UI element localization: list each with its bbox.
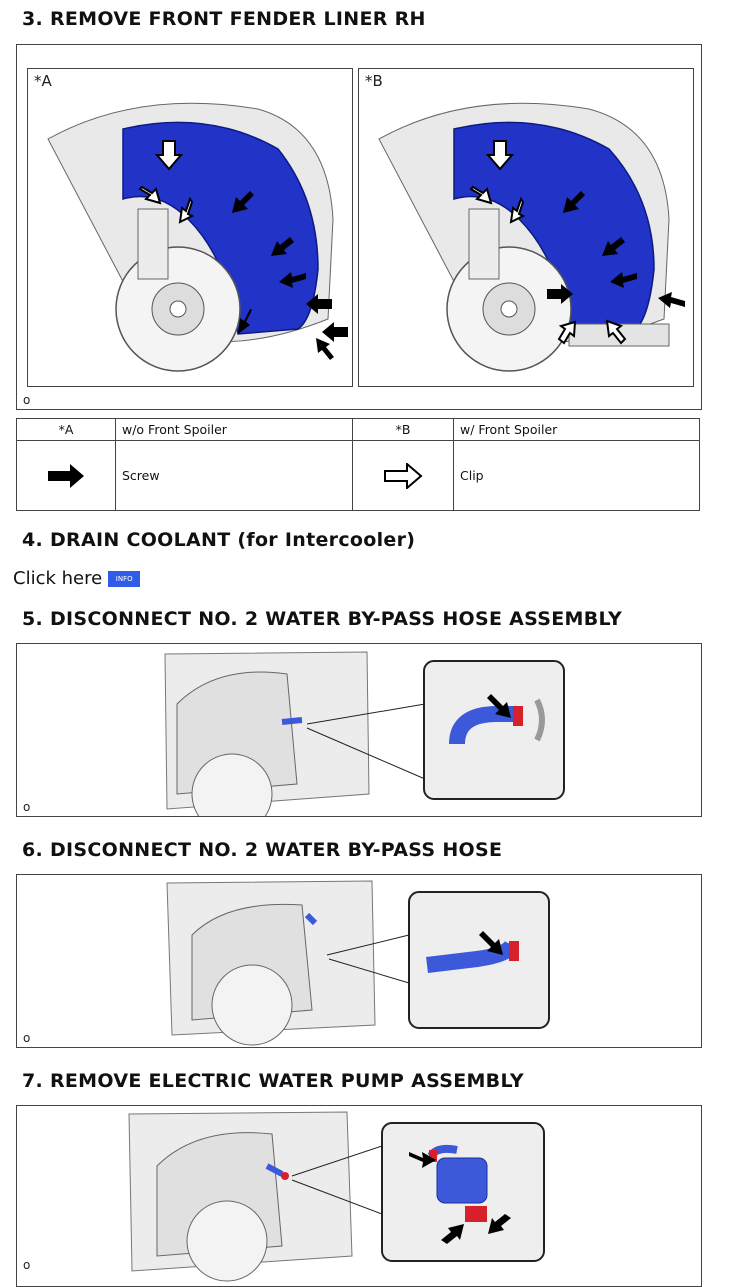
- legend-a-key: *A: [16, 418, 116, 441]
- arrow-icon: [487, 694, 511, 718]
- legend-table: *A w/o Front Spoiler *B w/ Front Spoiler…: [16, 418, 700, 511]
- arrow-icon: [488, 1214, 511, 1234]
- figure-corner-mark: o: [23, 1031, 31, 1045]
- panel-b-label: *B: [365, 72, 383, 90]
- step-7-title: 7. REMOVE ELECTRIC WATER PUMP ASSEMBLY: [22, 1070, 524, 1092]
- bypass-hose-assembly-illustration: [164, 651, 565, 816]
- step-5-title: 5. DISCONNECT NO. 2 WATER BY-PASS HOSE A…: [22, 608, 623, 630]
- info-badge-button[interactable]: INFO: [108, 571, 141, 587]
- legend-screw-symbol: [16, 440, 116, 511]
- step-3-title: 3. REMOVE FRONT FENDER LINER RH: [22, 8, 426, 30]
- fender-liner-illustration-a: [47, 102, 348, 372]
- panel-b: *B: [358, 68, 694, 387]
- arrow-icon: [441, 1224, 464, 1244]
- screw-arrow-icon: [232, 191, 348, 360]
- figure-electric-water-pump: o: [16, 1105, 702, 1287]
- legend-b-key: *B: [352, 418, 454, 441]
- clip-arrow-icon: [469, 140, 627, 345]
- screw-arrow-icon: [48, 463, 84, 488]
- legend-screw-label: Screw: [115, 440, 353, 511]
- legend-b-desc: w/ Front Spoiler: [453, 418, 700, 441]
- legend-a-desc: w/o Front Spoiler: [115, 418, 353, 441]
- bypass-hose-illustration: [166, 880, 550, 1046]
- figure-bypass-hose-assembly: o: [16, 643, 702, 817]
- clip-arrow-icon: [384, 462, 423, 489]
- screw-arrow-icon: [547, 191, 685, 308]
- click-here-link[interactable]: Click here: [13, 568, 103, 589]
- clip-arrow-icon: [138, 140, 195, 224]
- figure-bypass-hose: o: [16, 874, 702, 1048]
- step-6-title: 6. DISCONNECT NO. 2 WATER BY-PASS HOSE: [22, 839, 503, 861]
- electric-water-pump-illustration: [128, 1111, 545, 1282]
- panel-a: *A: [27, 68, 353, 387]
- figure-corner-mark: o: [23, 393, 31, 407]
- figure-fender-liner: *A: [16, 44, 702, 410]
- figure-corner-mark: o: [23, 800, 31, 814]
- legend-clip-symbol: [352, 440, 454, 511]
- step-4-title: 4. DRAIN COOLANT (for Intercooler): [22, 529, 416, 551]
- arrow-icon: [409, 1152, 436, 1168]
- figure-corner-mark: o: [23, 1258, 31, 1272]
- legend-clip-label: Clip: [453, 440, 700, 511]
- panel-a-label: *A: [34, 72, 52, 90]
- fender-liner-illustration-b: [378, 102, 685, 372]
- click-here-line: Click here INFO: [13, 568, 141, 589]
- arrow-icon: [479, 931, 503, 955]
